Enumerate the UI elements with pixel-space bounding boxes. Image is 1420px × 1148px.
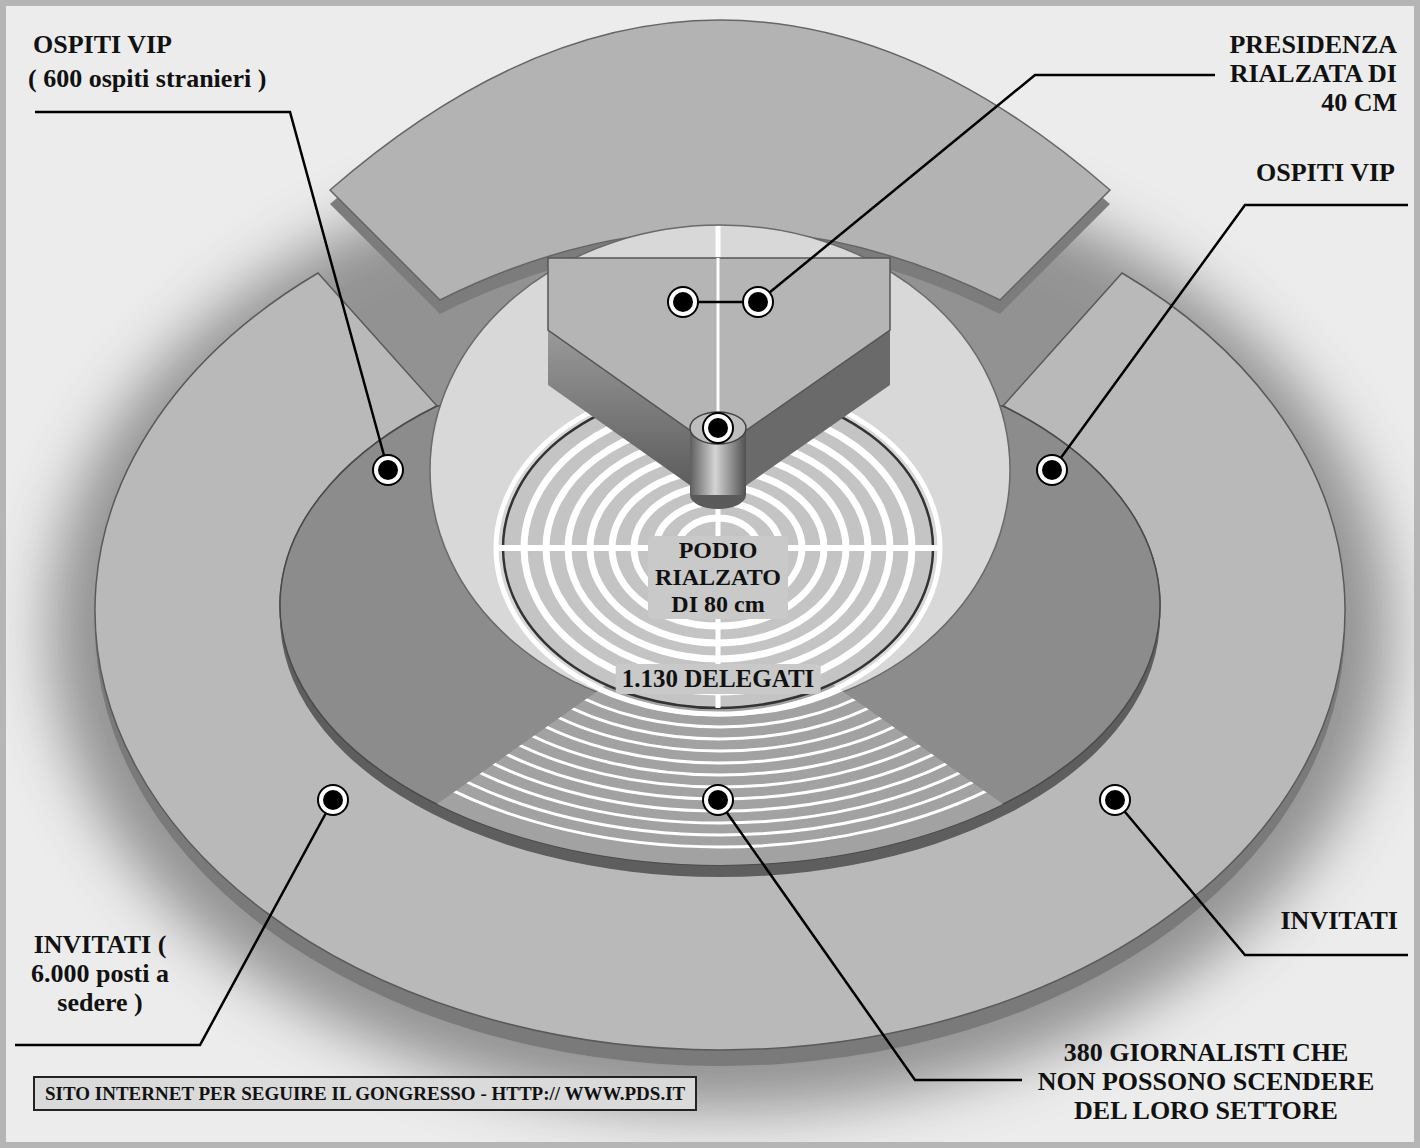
website-box: SITO INTERNET PER SEGUIRE IL GONGRESSO -…: [33, 1076, 697, 1111]
label-slot: OSPITI VIP: [1256, 158, 1395, 187]
callout-dots: [318, 287, 1130, 815]
shadow: [50, 150, 1390, 1110]
label-slot: OSPITI VIP: [33, 30, 172, 59]
label-slot: ( 600 ospiti stranieri ): [28, 64, 266, 93]
vip-heading: OSPITI VIP: [33, 30, 172, 59]
box-text: SITO INTERNET PER SEGUIRE IL GONGRESSO -…: [45, 1083, 685, 1104]
label-slot: PRESIDENZA RIALZATA DI 40 CM: [1225, 30, 1397, 117]
vip-note: ( 600 ospiti stranieri ): [28, 64, 266, 93]
guests-label: INVITATI: [1280, 906, 1398, 935]
delegates-label: 1.130 DELEGATI: [616, 664, 821, 694]
guests-label: INVITATI ( 6.000 posti a sedere ): [20, 930, 180, 1017]
podium-label: PODIO RIALZATO DI 80 cm: [648, 536, 788, 619]
label-slot: 380 GIORNALISTI CHE NON POSSONO SCENDERE…: [1033, 1038, 1379, 1125]
leader-lines: [15, 75, 1408, 1080]
presidency-platform: [548, 258, 890, 450]
press-rows: [300, 353, 1140, 847]
label-slot: PODIO RIALZATO DI 80 cm: [648, 536, 788, 619]
press-label: 380 GIORNALISTI CHE NON POSSONO SCENDERE…: [1033, 1038, 1379, 1125]
label-slot: 1.130 DELEGATI: [616, 664, 821, 694]
podium-top: [690, 412, 746, 444]
vip-heading: OSPITI VIP: [1256, 158, 1395, 187]
hall-floor: [430, 225, 1010, 715]
label-slot: INVITATI ( 6.000 posti a sedere ): [20, 930, 180, 1017]
label-slot: INVITATI: [1280, 906, 1398, 935]
frame: [3, 3, 1417, 1145]
delegates-rim: [496, 382, 940, 714]
presidency-label: PRESIDENZA RIALZATA DI 40 CM: [1225, 30, 1397, 117]
